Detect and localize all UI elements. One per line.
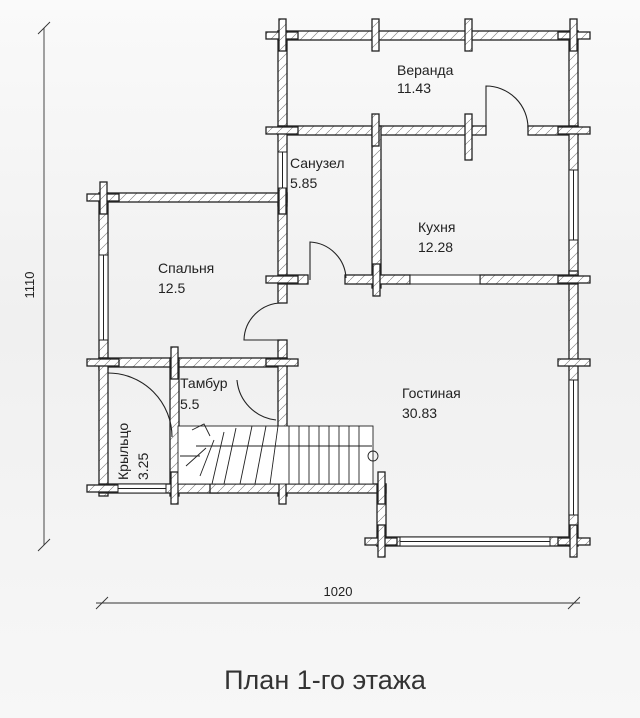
- door-veranda: [485, 85, 529, 129]
- stair-step: [223, 427, 237, 485]
- room-living-area: 30.83: [402, 405, 437, 421]
- dim-tick: [37, 21, 51, 35]
- room-living-name: Гостиная: [402, 385, 461, 401]
- joint: [265, 358, 299, 367]
- stair-outline: [177, 425, 374, 485]
- dim-tick: [95, 596, 109, 610]
- dimensions: [37, 21, 581, 610]
- wall-porch-left: [98, 357, 109, 497]
- room-sanuzel-area: 5.85: [290, 175, 317, 191]
- room-porch-area: 3.25: [135, 453, 151, 480]
- joint: [371, 18, 380, 52]
- wall-bottom-middle: [209, 483, 387, 494]
- room-kitchen-name: Кухня: [418, 219, 455, 235]
- joint: [464, 18, 473, 52]
- joint: [569, 18, 578, 52]
- dim-tick: [567, 596, 581, 610]
- room-sanuzel-name: Санузел: [290, 155, 345, 171]
- joint: [569, 524, 578, 558]
- dim-tick: [37, 538, 51, 552]
- joint: [170, 346, 179, 380]
- room-bedroom-area: 12.5: [158, 280, 185, 296]
- joint: [170, 471, 179, 505]
- dim-height-label: 1110: [22, 272, 37, 299]
- room-tambur-name: Тамбур: [180, 375, 228, 391]
- joint: [557, 126, 591, 135]
- windows: [98, 151, 579, 547]
- dim-width-label: 1020: [324, 584, 353, 599]
- joint: [557, 275, 591, 284]
- joint: [278, 18, 287, 52]
- stair-step: [254, 425, 267, 485]
- stair-step: [211, 431, 225, 485]
- room-veranda-name: Веранда: [397, 62, 454, 78]
- wall-veranda-top: [277, 30, 579, 41]
- stair-step: [239, 425, 253, 485]
- wall-bedroom-top: [98, 192, 288, 203]
- room-bedroom-name: Спальня: [158, 260, 214, 276]
- joint: [464, 113, 473, 161]
- joint: [377, 524, 386, 558]
- door-tambur-left: [107, 372, 173, 438]
- stair-post: [367, 450, 379, 462]
- room-kitchen-area: 12.28: [418, 239, 453, 255]
- room-tambur-area: 5.5: [180, 396, 200, 412]
- door-sanuzel: [309, 241, 347, 280]
- stair-step: [185, 447, 207, 467]
- log-joints: [86, 18, 591, 558]
- room-veranda-area: 11.43: [397, 80, 431, 96]
- joint: [99, 181, 108, 215]
- doors: [107, 85, 529, 438]
- stairs: [177, 423, 379, 485]
- joint: [265, 126, 299, 135]
- plan-caption: План 1-го этажа: [224, 665, 427, 695]
- wall-veranda-bottom: [277, 125, 487, 136]
- joint: [86, 358, 120, 367]
- stair-step: [269, 425, 279, 485]
- joint: [557, 358, 591, 367]
- room-porch-name: Крыльцо: [115, 423, 131, 480]
- joint: [371, 113, 380, 147]
- joint: [265, 275, 299, 284]
- wall-bedroom-bottom: [98, 357, 288, 368]
- stair-direction: [191, 423, 211, 437]
- door-tambur-right: [236, 379, 277, 421]
- opening-kitchen-living: [409, 274, 481, 285]
- door-bedroom: [243, 302, 283, 341]
- joint: [377, 471, 386, 505]
- joint: [86, 484, 120, 493]
- joint: [372, 263, 381, 297]
